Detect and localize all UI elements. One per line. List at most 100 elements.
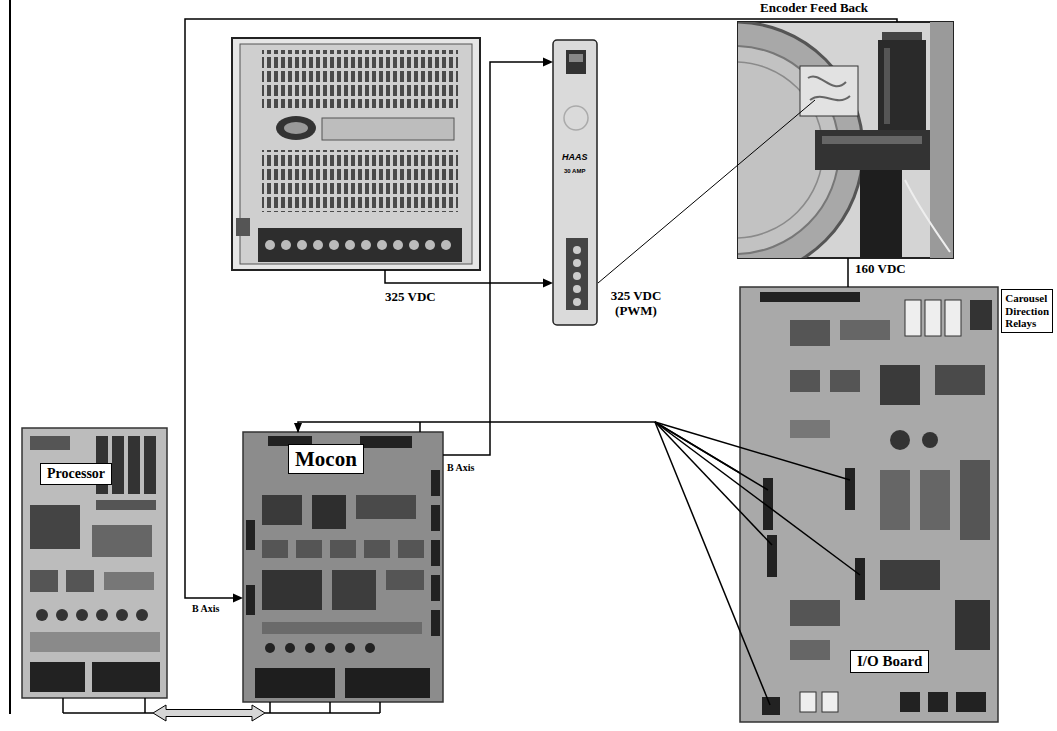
- processor-board-photo: [22, 428, 167, 698]
- tool-changer-motor-photo: [905, 180, 950, 252]
- tool-changer-motor-photo: [860, 170, 902, 258]
- processor-board-photo: [30, 436, 70, 450]
- wiring-line: [443, 62, 547, 455]
- io-board-photo: [922, 432, 938, 448]
- tool-changer-motor-photo: [815, 130, 930, 170]
- voltage-label: 325 VDC: [385, 290, 436, 305]
- bus-line: [379, 702, 381, 713]
- tool-changer-motor-photo: [738, 22, 953, 258]
- processor-board-photo: [96, 609, 108, 621]
- power-supply-photo: [258, 228, 462, 262]
- processor-board-photo: [22, 428, 167, 698]
- axis-label: B Axis: [192, 603, 220, 615]
- io-board-photo: [890, 430, 910, 450]
- power-supply-photo: [425, 240, 435, 250]
- bus-arrow: [153, 705, 265, 721]
- mocon-board-photo: [312, 495, 346, 529]
- wiring-line: [185, 19, 897, 705]
- mocon-board-photo: [431, 610, 440, 636]
- mocon-board: Mocon: [243, 432, 443, 702]
- bus-line: [62, 698, 64, 713]
- bus-line: [269, 702, 271, 713]
- bus-line: [265, 712, 380, 714]
- io-board-photo: [925, 300, 941, 336]
- wiring-line: [598, 100, 815, 283]
- io-board-photo: [920, 470, 950, 530]
- servo-amplifier-photo: [569, 54, 583, 62]
- processor-board-photo: [76, 609, 88, 621]
- power-supply-photo: [232, 38, 480, 270]
- processor-board-photo: [144, 436, 156, 494]
- io-board-photo: [740, 287, 998, 722]
- wiring-line: [419, 422, 421, 432]
- node-label: Mocon: [288, 444, 364, 474]
- processor-board-photo: [112, 436, 124, 494]
- io-board-photo: [790, 420, 830, 438]
- power-supply-photo: [262, 150, 458, 212]
- power-supply-photo: [441, 240, 451, 250]
- rating-label: 30 AMP: [564, 168, 585, 175]
- processor-board-photo: [30, 662, 85, 692]
- mocon-board-photo: [305, 643, 315, 653]
- mocon-board-photo: [345, 668, 430, 698]
- axis-label: B Axis: [447, 462, 475, 474]
- mocon-board-photo: [431, 575, 440, 601]
- power-supply-photo: [361, 240, 371, 250]
- io-board-photo: [956, 692, 986, 712]
- io-board-photo: [822, 692, 838, 712]
- io-board-photo: [855, 558, 865, 600]
- servo-amplifier-photo: [573, 298, 581, 306]
- mocon-board-photo: [296, 540, 322, 558]
- processor-board-photo: [36, 609, 48, 621]
- mocon-board-photo: [262, 570, 322, 610]
- io-board-photo: [790, 600, 840, 626]
- io-board-photo: [960, 460, 990, 540]
- relay-note-box: Carousel Direction Relays: [1001, 289, 1053, 333]
- servo-amplifier-photo: [573, 246, 581, 254]
- power-supply-photo: [284, 122, 308, 134]
- arrow-head: [543, 279, 553, 288]
- processor-board-photo: [96, 500, 156, 510]
- page-bracket: [10, 0, 11, 714]
- bus-line: [144, 698, 146, 713]
- io-board-photo: [762, 697, 780, 715]
- arrow-head: [233, 58, 553, 603]
- io-board-photo: [955, 600, 990, 650]
- processor-board-photo: [66, 570, 94, 592]
- board-name: I/O Board: [857, 653, 922, 670]
- mocon-board-photo: [365, 643, 375, 653]
- power-supply-photo: [329, 240, 339, 250]
- power-supply-photo: [322, 118, 454, 140]
- servo-amplifier-photo: [564, 106, 588, 130]
- mocon-board-photo: [262, 495, 302, 525]
- tool-changer-motor-photo: [607, 22, 953, 278]
- mocon-board-photo: [325, 643, 335, 653]
- mocon-board-photo: [246, 585, 255, 615]
- arrow-head: [543, 58, 553, 67]
- connector: [298, 422, 740, 473]
- mocon-board-photo: [356, 495, 416, 519]
- processor-board-photo: [30, 505, 80, 549]
- io-board-photo: [790, 640, 830, 660]
- mocon-board-photo: [398, 540, 424, 558]
- io-board-photo: [760, 292, 860, 302]
- io-board-photo: [970, 300, 992, 330]
- page-bracket: [9, 0, 11, 714]
- processor-board-photo: [30, 632, 160, 652]
- node-label: Processor: [40, 463, 112, 485]
- io-board-photo: [905, 300, 921, 336]
- mocon-board-photo: [246, 520, 255, 550]
- power-supply-photo: [240, 44, 472, 264]
- board-name: Mocon: [295, 447, 357, 471]
- tool-changer-motor-photo: [884, 48, 890, 124]
- io-board-photo: [945, 300, 961, 336]
- mocon-board-photo: [330, 540, 356, 558]
- io-board-photo: [840, 320, 890, 340]
- power-supply-photo: [276, 116, 316, 140]
- wiring-line: [185, 19, 897, 598]
- board-name: Processor: [47, 466, 105, 482]
- mocon-board-photo: [364, 540, 390, 558]
- io-board-photo: [830, 370, 860, 392]
